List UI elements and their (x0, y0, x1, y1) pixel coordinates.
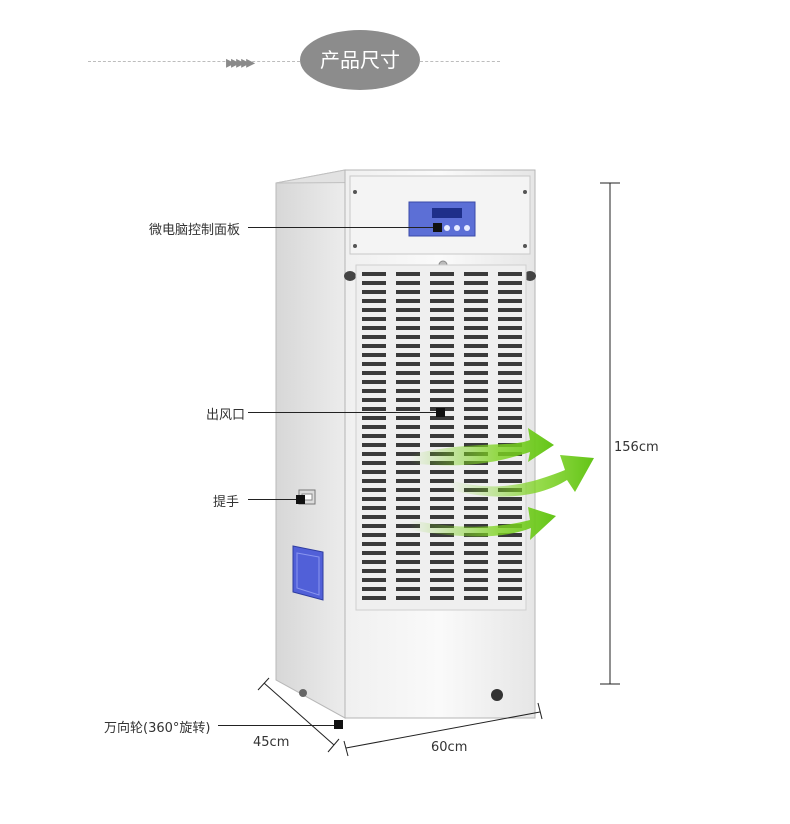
marker-air-outlet (436, 408, 445, 417)
marker-control-panel (433, 223, 442, 232)
leader-caster (218, 725, 336, 726)
dimension-depth: 45cm (253, 735, 290, 750)
marker-handle (296, 495, 305, 504)
leader-control-panel (248, 227, 435, 228)
header-divider-right (420, 61, 500, 62)
callout-control-panel: 微电脑控制面板 (149, 223, 241, 238)
section-title: 产品尺寸 (300, 30, 420, 90)
callout-air-outlet: 出风口 (206, 408, 246, 423)
header-arrows-icon: ▸▸▸▸▸ (226, 52, 255, 73)
leader-handle (248, 499, 298, 500)
leader-air-outlet (248, 412, 438, 413)
airflow-arrows-icon (410, 428, 594, 540)
side-filter-window (292, 545, 324, 601)
caster-front (491, 689, 503, 701)
marker-caster (334, 720, 343, 729)
dimension-width: 60cm (431, 740, 468, 755)
callout-caster: 万向轮(360°旋转) (104, 721, 211, 736)
header-divider-left (88, 61, 300, 62)
dimension-height: 156cm (614, 440, 659, 455)
callout-handle: 提手 (213, 495, 240, 510)
cabinet-side (275, 169, 346, 719)
control-panel-display (408, 201, 476, 237)
